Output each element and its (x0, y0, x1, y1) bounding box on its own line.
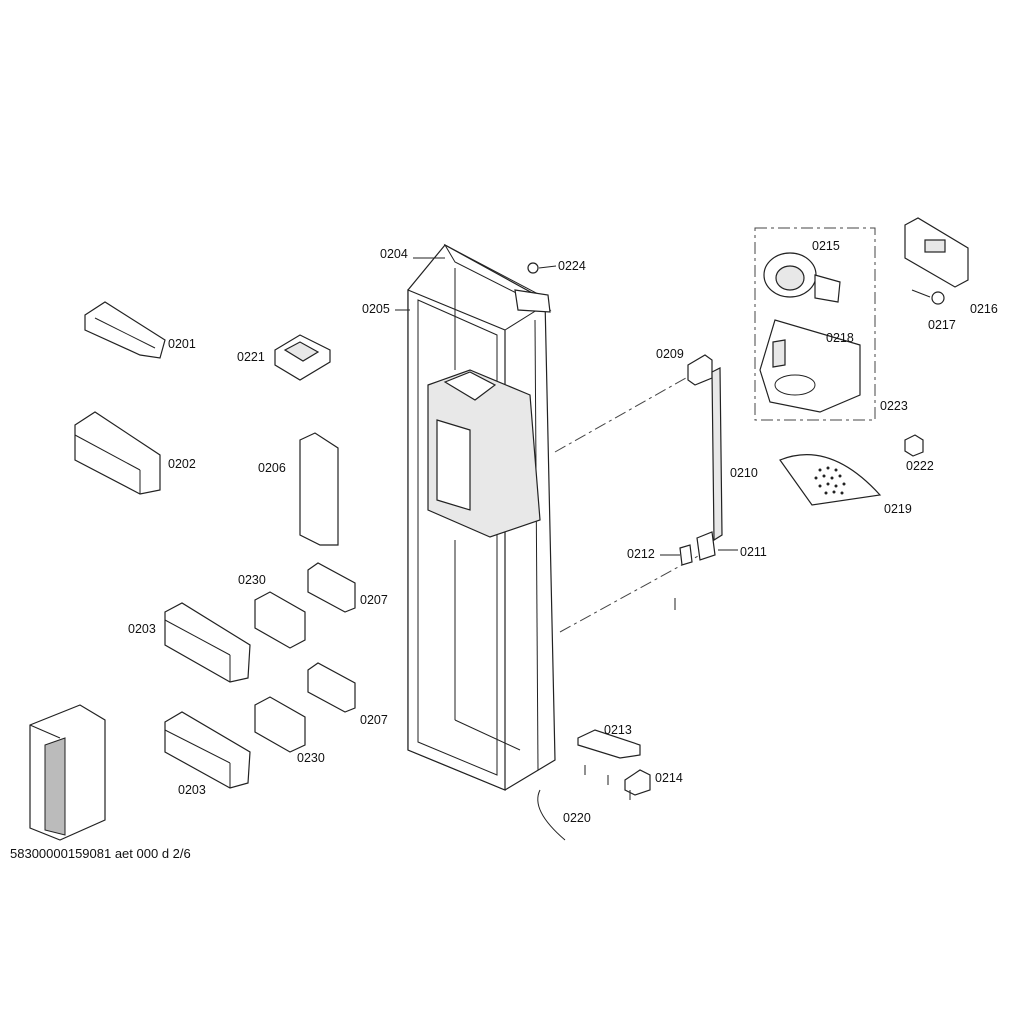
label-0223: 0223 (880, 399, 908, 413)
clip-0207-upper (307, 562, 356, 613)
label-0206: 0206 (258, 461, 286, 475)
label-0209: 0209 (656, 347, 684, 361)
fridge-thumbnail (29, 704, 106, 841)
plate-0218 (759, 319, 861, 413)
label-0214: 0214 (655, 771, 683, 785)
part-0222 (904, 434, 924, 457)
part-0212 (679, 544, 693, 566)
label-0230: 0230 (238, 573, 266, 587)
hinge-0213 (577, 729, 641, 759)
label-0203: 0203 (128, 622, 156, 636)
cable-0220 (537, 789, 566, 841)
shelf-0201 (84, 301, 166, 359)
label-0230: 0230 (297, 751, 325, 765)
label-0222: 0222 (906, 459, 934, 473)
label-0211: 0211 (740, 545, 767, 559)
label-0203: 0203 (178, 783, 206, 797)
bin-0203-upper (164, 602, 251, 683)
label-0219: 0219 (884, 502, 912, 516)
dispenser-0215 (763, 252, 841, 303)
label-0207: 0207 (360, 713, 388, 727)
label-0204: 0204 (380, 247, 408, 261)
label-0216: 0216 (970, 302, 998, 316)
holder-0230-upper (254, 591, 306, 649)
panel-0206 (299, 432, 339, 546)
label-0213: 0213 (604, 723, 632, 737)
bracket-0211 (696, 531, 716, 561)
label-0205: 0205 (362, 302, 390, 316)
label-0224: 0224 (558, 259, 586, 273)
cover-0221 (274, 334, 331, 381)
cap-0224 (527, 262, 539, 274)
label-0212: 0212 (627, 547, 655, 561)
label-0207: 0207 (360, 593, 388, 607)
label-0217: 0217 (928, 318, 956, 332)
leader-line (559, 554, 701, 633)
leader-line (554, 369, 701, 453)
label-0218: 0218 (826, 331, 854, 345)
label-0210: 0210 (730, 466, 758, 480)
hinge-pin-0214 (624, 769, 651, 796)
bracket-0209 (687, 354, 713, 386)
label-0221: 0221 (237, 350, 265, 364)
label-0202: 0202 (168, 457, 196, 471)
label-0220: 0220 (563, 811, 591, 825)
clip-0207-lower (307, 662, 356, 713)
part-0217 (911, 289, 945, 305)
holder-0230-lower (254, 696, 306, 753)
strip-0210 (711, 367, 723, 542)
drawing-reference-number: 58300000159081 aet 000 d 2/6 (10, 846, 191, 861)
bin-0202 (74, 411, 161, 495)
label-0201: 0201 (168, 337, 196, 351)
door-assembly (407, 243, 556, 791)
cover-0219 (779, 454, 882, 506)
assembly-group-box (754, 227, 876, 421)
board-0216 (904, 217, 969, 288)
label-0215: 0215 (812, 239, 840, 253)
bin-0203-lower (164, 711, 251, 789)
